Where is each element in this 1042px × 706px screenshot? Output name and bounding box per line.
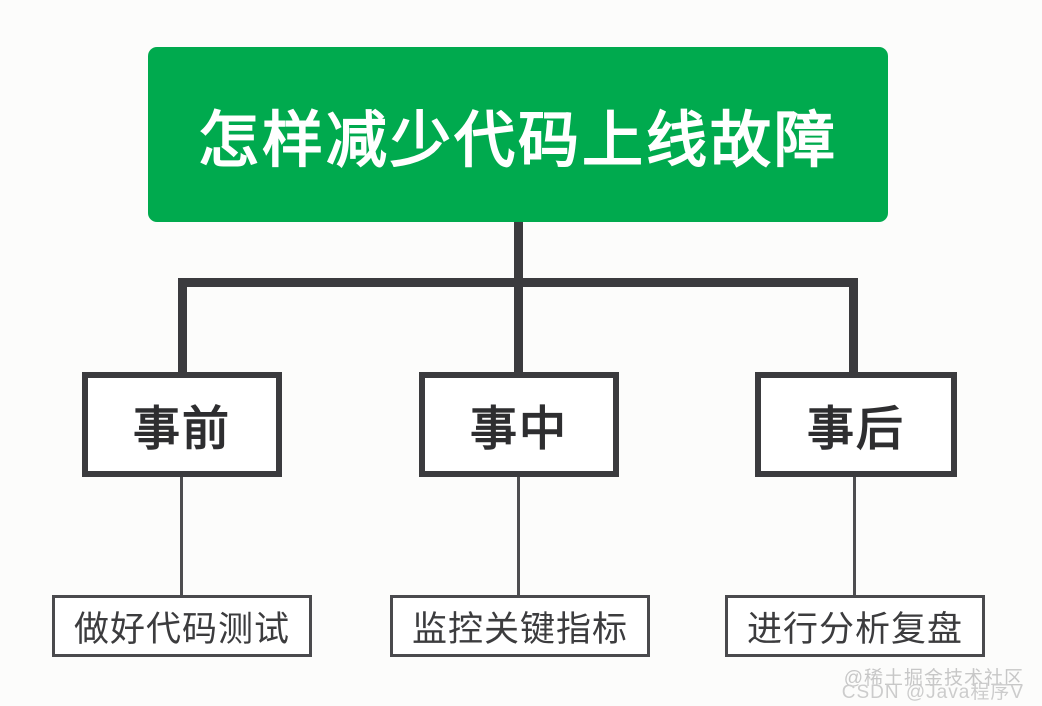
leaf-node-label: 监控关键指标	[411, 609, 628, 649]
connector-thin-left	[180, 477, 183, 596]
connector-trunk	[514, 222, 523, 372]
connector-horizontal-rail	[178, 278, 858, 287]
connector-thin-center	[517, 477, 520, 596]
leaf-node-analysis-review: 进行分析复盘	[725, 595, 985, 657]
branch-node-after: 事后	[755, 372, 957, 477]
watermark-csdn: CSDN @Java程序V	[841, 682, 1024, 703]
watermark-juejin: @稀土掘金技术社区	[843, 668, 1024, 689]
leaf-node-monitor-metrics: 监控关键指标	[390, 595, 650, 657]
connector-drop-left	[178, 278, 187, 374]
branch-node-label: 事后	[807, 402, 905, 455]
branch-node-during: 事中	[419, 372, 619, 477]
connector-thin-right	[853, 477, 856, 596]
root-node: 怎样减少代码上线故障	[148, 47, 888, 222]
branch-node-before: 事前	[82, 372, 282, 477]
root-node-label: 怎样减少代码上线故障	[197, 106, 838, 174]
leaf-node-label: 做好代码测试	[73, 609, 290, 649]
branch-node-label: 事中	[470, 402, 568, 455]
leaf-node-code-testing: 做好代码测试	[52, 595, 312, 657]
leaf-node-label: 进行分析复盘	[746, 609, 963, 649]
branch-node-label: 事前	[133, 402, 231, 455]
connector-drop-right	[849, 278, 858, 374]
